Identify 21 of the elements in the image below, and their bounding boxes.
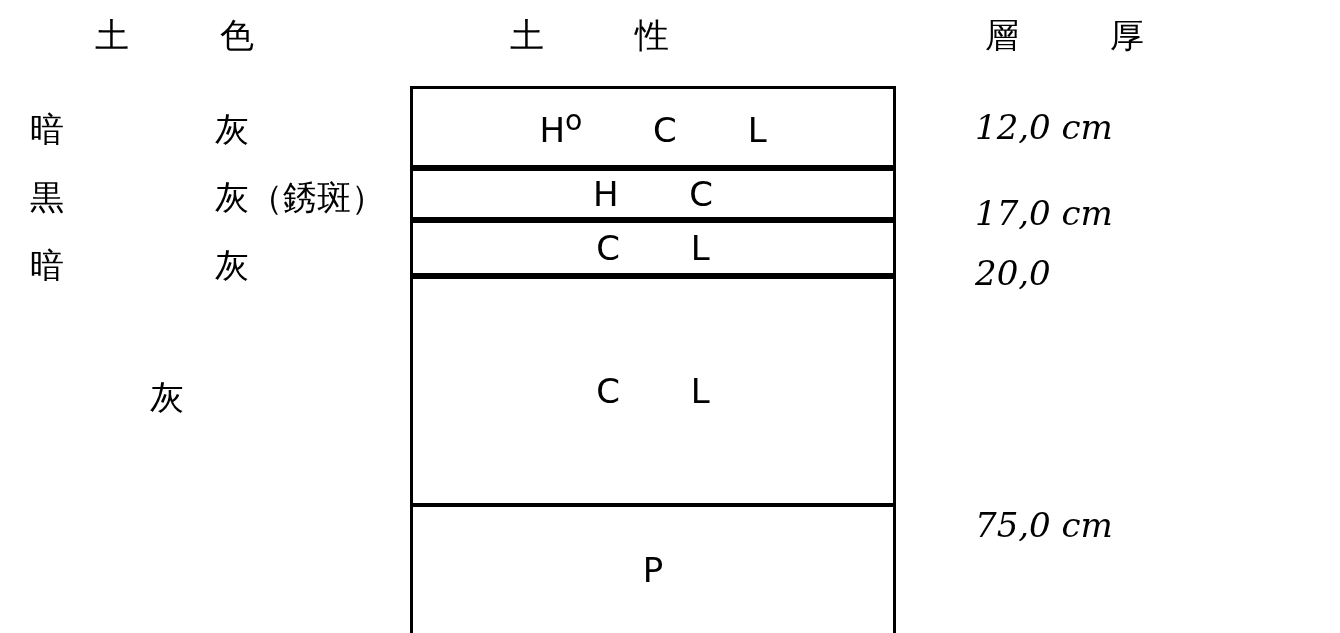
soil-texture-label: P: [642, 550, 664, 590]
soil-layer-band: [410, 220, 896, 276]
soil-color-label: 灰: [150, 380, 184, 414]
thickness-value: 75,0 cm: [975, 508, 1113, 542]
soil-texture-label: C L: [596, 228, 710, 268]
soil-color-label: 暗 灰: [30, 112, 249, 146]
column-heading: 土 性: [510, 18, 669, 52]
soil-texture-label: H$^{o}$ C L: [539, 103, 767, 151]
soil-texture-label: H C: [592, 174, 714, 214]
thickness-value: 20,0: [975, 256, 1051, 290]
column-heading: 層 厚: [985, 18, 1144, 52]
soil-layer-band: [410, 86, 896, 168]
soil-color-label: 黒 灰（銹斑）: [30, 180, 385, 214]
soil-color-label: 暗 灰: [30, 248, 249, 282]
thickness-value: 17,0 cm: [975, 196, 1113, 230]
soil-layer-band: [410, 168, 896, 220]
thickness-value: 12,0 cm: [975, 110, 1113, 144]
soil-texture-label: C L: [596, 371, 710, 411]
soil-layer-band: [410, 504, 896, 633]
column-heading: 土 色: [95, 18, 254, 52]
soil-layer-band: [410, 276, 896, 506]
